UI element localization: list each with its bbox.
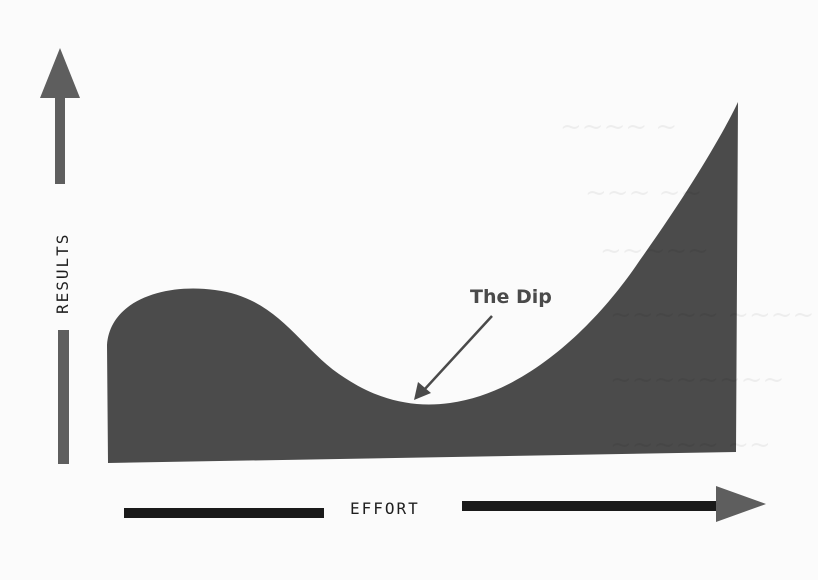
results-axis: RESULTS <box>40 48 80 464</box>
background-bleed: ~~~~~ <box>600 236 709 266</box>
effort-axis-arrowhead <box>716 486 766 522</box>
background-bleed: ~~~~~ ~~ <box>610 430 771 460</box>
results-axis-shaft-upper <box>55 94 65 184</box>
dip-annotation: The Dip <box>414 286 552 400</box>
results-axis-shaft-lower <box>58 330 69 464</box>
background-bleed: ~~~ ~~ <box>585 178 703 208</box>
effort-axis-shaft-left <box>124 508 324 518</box>
background-bleed: ~~~~~ ~~~~ <box>610 300 815 330</box>
background-bleed: ~~~~~~~~ <box>610 365 785 395</box>
effort-results-curve <box>107 102 738 463</box>
background-bleed: ~~~~ ~ <box>560 112 678 142</box>
dip-pointer-line <box>423 315 493 391</box>
results-axis-arrowhead <box>40 48 80 98</box>
dip-label: The Dip <box>470 286 552 308</box>
effort-axis-label: EFFORT <box>350 499 420 518</box>
dip-pointer-arrowhead <box>414 382 431 400</box>
effort-axis-shaft-right <box>462 501 718 511</box>
effort-axis: EFFORT <box>124 486 766 522</box>
results-axis-label: RESULTS <box>53 233 72 314</box>
